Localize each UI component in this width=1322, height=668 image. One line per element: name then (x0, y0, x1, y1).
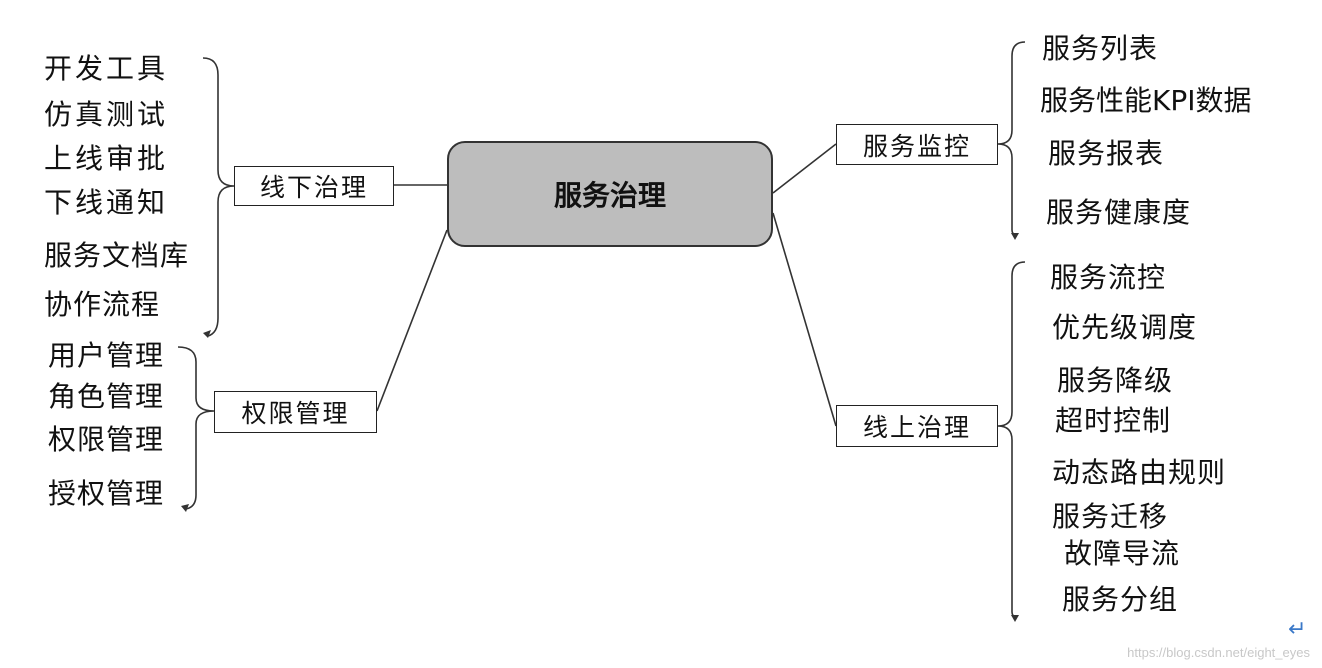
center-node: 服务治理 (447, 141, 773, 247)
leaf-permission-2: 角色管理 (48, 380, 165, 413)
arrowhead-offline (203, 330, 211, 338)
leaf-online-3: 服务降级 (1057, 364, 1174, 397)
leaf-online-2: 优先级调度 (1052, 311, 1198, 344)
branch-offline: 线下治理 (234, 166, 394, 206)
link-permission (376, 229, 448, 412)
leaf-offline-1: 开发工具 (44, 52, 169, 85)
branch-offline-label: 线下治理 (259, 173, 368, 202)
leaf-offline-5: 服务文档库 (44, 239, 190, 272)
brace-monitor (997, 41, 1026, 237)
branch-online: 线上治理 (836, 405, 998, 447)
leaf-monitor-1: 服务列表 (1042, 32, 1159, 65)
branch-monitor: 服务监控 (836, 124, 998, 165)
leaf-monitor-2: 服务性能KPI数据 (1040, 84, 1252, 117)
leaf-online-4: 超时控制 (1055, 404, 1172, 437)
leaf-online-7: 故障导流 (1064, 537, 1181, 570)
brace-permission (177, 346, 215, 510)
arrowhead-permission (181, 504, 189, 512)
leaf-online-8: 服务分组 (1062, 583, 1179, 616)
leaf-online-1: 服务流控 (1050, 261, 1167, 294)
watermark: https://blog.csdn.net/eight_eyes (1127, 645, 1310, 660)
center-label: 服务治理 (553, 179, 666, 212)
leaf-permission-4: 授权管理 (48, 477, 165, 510)
leaf-permission-3: 权限管理 (48, 423, 165, 456)
leaf-offline-2: 仿真测试 (44, 98, 169, 131)
arrowhead-online (1011, 615, 1019, 622)
return-arrow-icon: ↵ (1288, 617, 1307, 642)
leaf-offline-6: 协作流程 (44, 288, 161, 321)
brace-online (997, 261, 1026, 619)
arrowhead-monitor (1011, 233, 1019, 240)
link-monitor (772, 143, 837, 194)
branch-monitor-label: 服务监控 (862, 131, 971, 161)
link-online (772, 212, 837, 427)
leaf-online-5: 动态路由规则 (1052, 456, 1227, 489)
leaf-monitor-3: 服务报表 (1048, 137, 1165, 170)
leaf-offline-3: 上线审批 (44, 142, 169, 175)
brace-offline (202, 57, 235, 337)
leaf-online-6: 服务迁移 (1052, 500, 1169, 533)
leaf-monitor-4: 服务健康度 (1046, 196, 1192, 229)
leaf-offline-4: 下线通知 (44, 186, 169, 219)
branch-permission-label: 权限管理 (241, 399, 350, 428)
branch-online-label: 线上治理 (862, 413, 971, 442)
leaf-permission-1: 用户管理 (48, 339, 165, 372)
branch-permission: 权限管理 (214, 391, 377, 433)
